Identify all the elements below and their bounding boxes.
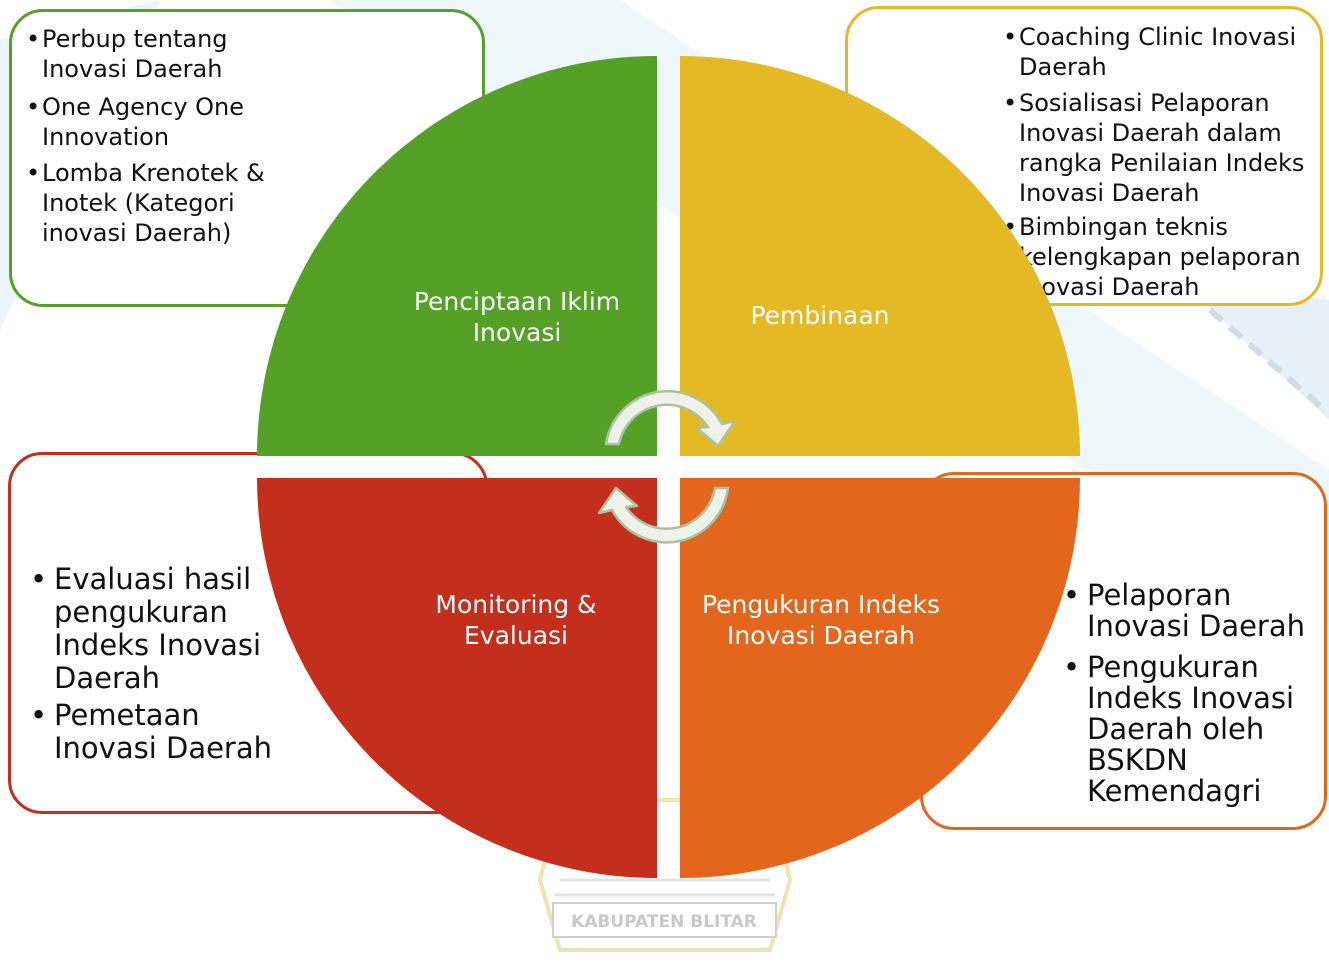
evaluation-list: Evaluasi hasil pengukuran Indeks Inovasi… [28,563,298,765]
watermark-text: KABUPATEN BLITAR [571,912,757,932]
quadrant-climate [257,56,657,456]
cycle-arrow-bottom-icon [597,486,730,544]
climate-item: Perbup tentang Inovasi Daerah [26,24,296,84]
quadrant-coaching [680,56,1080,456]
label-monitoring: Monitoring & Evaluasi [435,590,597,650]
climate-item: Lomba Krenotek & Inotek (Kategori inovas… [26,158,296,248]
evaluation-item: Evaluasi hasil pengukuran Indeks Inovasi… [28,563,298,695]
emblem-steps [555,878,775,897]
measurement-list: Pelaporan Inovasi Daerah Pengukuran Inde… [1061,580,1311,807]
cycle-arrow-top-icon [604,390,737,448]
coaching-item: Sosialisasi Pelaporan Inovasi Daerah dal… [1003,88,1309,208]
coaching-list: Coaching Clinic Inovasi Daerah Sosialisa… [1003,22,1309,302]
climate-item: One Agency One Innovation [26,92,296,152]
coaching-item: Bimbingan teknis kelengkapan pelaporan I… [1003,212,1309,302]
label-climate: Penciptaan Iklim Inovasi [413,287,621,347]
evaluation-item: Pemetaan Inovasi Daerah [28,699,298,765]
quadrant-monitoring [257,478,657,878]
measurement-item: Pengukuran Indeks Inovasi Daerah oleh BS… [1061,652,1311,807]
quadrant-measurement [680,478,1080,878]
label-coaching: Pembinaan [750,301,890,330]
coaching-item: Coaching Clinic Inovasi Daerah [1003,22,1309,82]
label-measurement: Pengukuran Indeks Inovasi Daerah [701,590,941,650]
emblem-ribbon [552,902,777,938]
measurement-item: Pelaporan Inovasi Daerah [1061,580,1311,642]
climate-list: Perbup tentang Inovasi Daerah One Agency… [26,24,296,248]
